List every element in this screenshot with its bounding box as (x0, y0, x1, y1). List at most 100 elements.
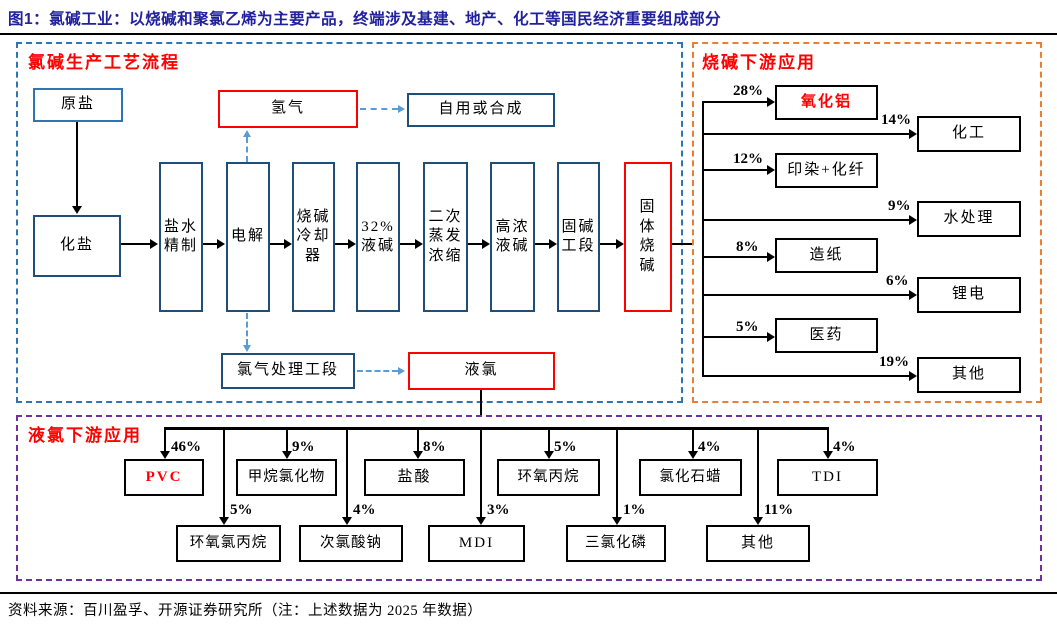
arrowhead-down (282, 451, 292, 459)
node-self-use-or-synthesis: 自用或合成 (407, 93, 555, 127)
flow-line (335, 243, 348, 245)
arrowhead-right (909, 129, 917, 139)
node-solid-caustic-section: 固碱工段 (557, 162, 600, 312)
node-liquid-chlorine: 液氯 (408, 352, 555, 390)
caustic-pct-water-treatment: 9% (888, 198, 911, 214)
caustic-pct-dyeing-fiber: 12% (733, 151, 763, 167)
title-divider (0, 33, 1057, 35)
dashed-arrow-line (357, 370, 398, 372)
node-secondary-evaporation: 二次蒸发浓缩 (423, 162, 468, 312)
branch-line (702, 336, 767, 338)
arrowhead-down (688, 451, 698, 459)
caustic-panel-title: 烧碱下游应用 (702, 53, 816, 72)
chlorine-panel-title: 液氯下游应用 (28, 426, 142, 445)
chlorine-pct-mdi: 3% (487, 502, 510, 518)
chlorine-item-phosphorus-trichloride: 三氯化磷 (566, 525, 666, 562)
arrowhead-right (549, 239, 557, 249)
drop-line (286, 427, 288, 451)
chlorine-pct-phosphorus-trichloride: 1% (623, 502, 646, 518)
dashed-arrowhead-right (398, 367, 405, 375)
node-dissolve: 化盐 (33, 215, 121, 277)
node-brine-refining: 盐水精制 (159, 162, 203, 312)
arrowhead-down (413, 451, 423, 459)
chlorine-item-other: 其他 (706, 525, 810, 562)
node-solid-caustic-soda: 固体烧碱 (624, 162, 672, 312)
node-caustic-cooler: 烧碱冷却器 (292, 162, 335, 312)
arrowhead-right (482, 239, 490, 249)
arrowhead-right (415, 239, 423, 249)
chlorine-item-tdi: TDI (777, 459, 878, 496)
drop-line (548, 427, 550, 451)
source-note: 资料来源：百川盈孚、开源证券研究所（注：上述数据为 2025 年数据） (8, 603, 483, 619)
caustic-item-alumina: 氧化铝 (775, 85, 878, 120)
chlorine-pct-methane-chlorides: 9% (292, 439, 315, 455)
liquid-chlorine-drop-line (480, 390, 482, 428)
branch-line (702, 375, 909, 377)
arrowhead-down (823, 451, 833, 459)
dashed-line (246, 313, 248, 345)
arrowhead-right (150, 239, 158, 249)
caustic-pct-lithium: 6% (886, 273, 909, 289)
arrowhead-right (909, 371, 917, 381)
chlorine-panel (16, 415, 1042, 581)
caustic-pct-other: 19% (879, 354, 909, 370)
branch-line (702, 294, 909, 296)
source-divider (0, 592, 1057, 594)
flow-line-to-caustic (672, 243, 703, 245)
caustic-pct-chemical: 14% (881, 112, 911, 128)
arrowhead-down (544, 451, 554, 459)
chlorine-item-mdi: MDI (428, 525, 525, 562)
flow-line (76, 122, 78, 206)
arrowhead-down (219, 517, 229, 525)
caustic-trunk-line (702, 101, 704, 377)
chlorine-item-epichlorohydrin: 环氧氯丙烷 (176, 525, 281, 562)
caustic-item-water-treatment: 水处理 (917, 201, 1021, 237)
arrowhead-right (767, 252, 775, 262)
chlorine-pct-epichlorohydrin: 5% (230, 502, 253, 518)
node-raw-salt: 原盐 (33, 88, 123, 122)
chlorine-trunk-line (164, 427, 829, 430)
arrowhead-right (217, 239, 225, 249)
arrowhead-right (767, 97, 775, 107)
figure-title: 图1：氯碱工业：以烧碱和聚氯乙烯为主要产品，终端涉及基建、地产、化工等国民经济重… (8, 11, 722, 28)
node-32-liquid-caustic: 32%液碱 (356, 162, 400, 312)
node-hydrogen: 氢气 (218, 90, 358, 128)
arrowhead-right (909, 290, 917, 300)
arrowhead-down (476, 517, 486, 525)
chlorine-pct-sodium-hypochlorite: 4% (353, 502, 376, 518)
chlorine-item-methane-chlorides: 甲烷氯化物 (236, 459, 337, 496)
chlorine-pct-hydrochloric-acid: 8% (423, 439, 446, 455)
chlorine-item-sodium-hypochlorite: 次氯酸钠 (299, 525, 403, 562)
chlorine-pct-propylene-oxide: 5% (554, 439, 577, 455)
arrowhead-right (284, 239, 292, 249)
arrowhead-down (342, 517, 352, 525)
flow-line (600, 243, 616, 245)
arrowhead-right (767, 165, 775, 175)
dashed-arrowhead-right (398, 105, 405, 113)
caustic-pct-medicine: 5% (736, 319, 759, 335)
caustic-pct-paper: 8% (736, 239, 759, 255)
chlorine-item-propylene-oxide: 环氧丙烷 (497, 459, 600, 496)
chlorine-pct-chlorinated-paraffin: 4% (698, 439, 721, 455)
branch-line (702, 133, 909, 135)
process-panel-title: 氯碱生产工艺流程 (28, 53, 180, 72)
caustic-item-dyeing-fiber: 印染+化纤 (775, 153, 878, 188)
arrowhead-right (348, 239, 356, 249)
drop-line (417, 427, 419, 451)
dashed-arrowhead-down (243, 345, 251, 352)
flow-line (203, 243, 217, 245)
chlorine-pct-tdi: 4% (833, 439, 856, 455)
branch-line (702, 219, 909, 221)
drop-line (164, 427, 166, 451)
branch-line (702, 169, 767, 171)
branch-line (702, 101, 767, 103)
drop-line (827, 427, 829, 451)
chlorine-pct-other: 11% (764, 502, 794, 518)
caustic-item-other: 其他 (917, 357, 1021, 393)
flow-line (270, 243, 284, 245)
chlorine-item-pvc: PVC (124, 459, 204, 496)
arrowhead-right (767, 332, 775, 342)
caustic-item-chemical: 化工 (917, 116, 1021, 152)
drop-line (480, 427, 482, 517)
